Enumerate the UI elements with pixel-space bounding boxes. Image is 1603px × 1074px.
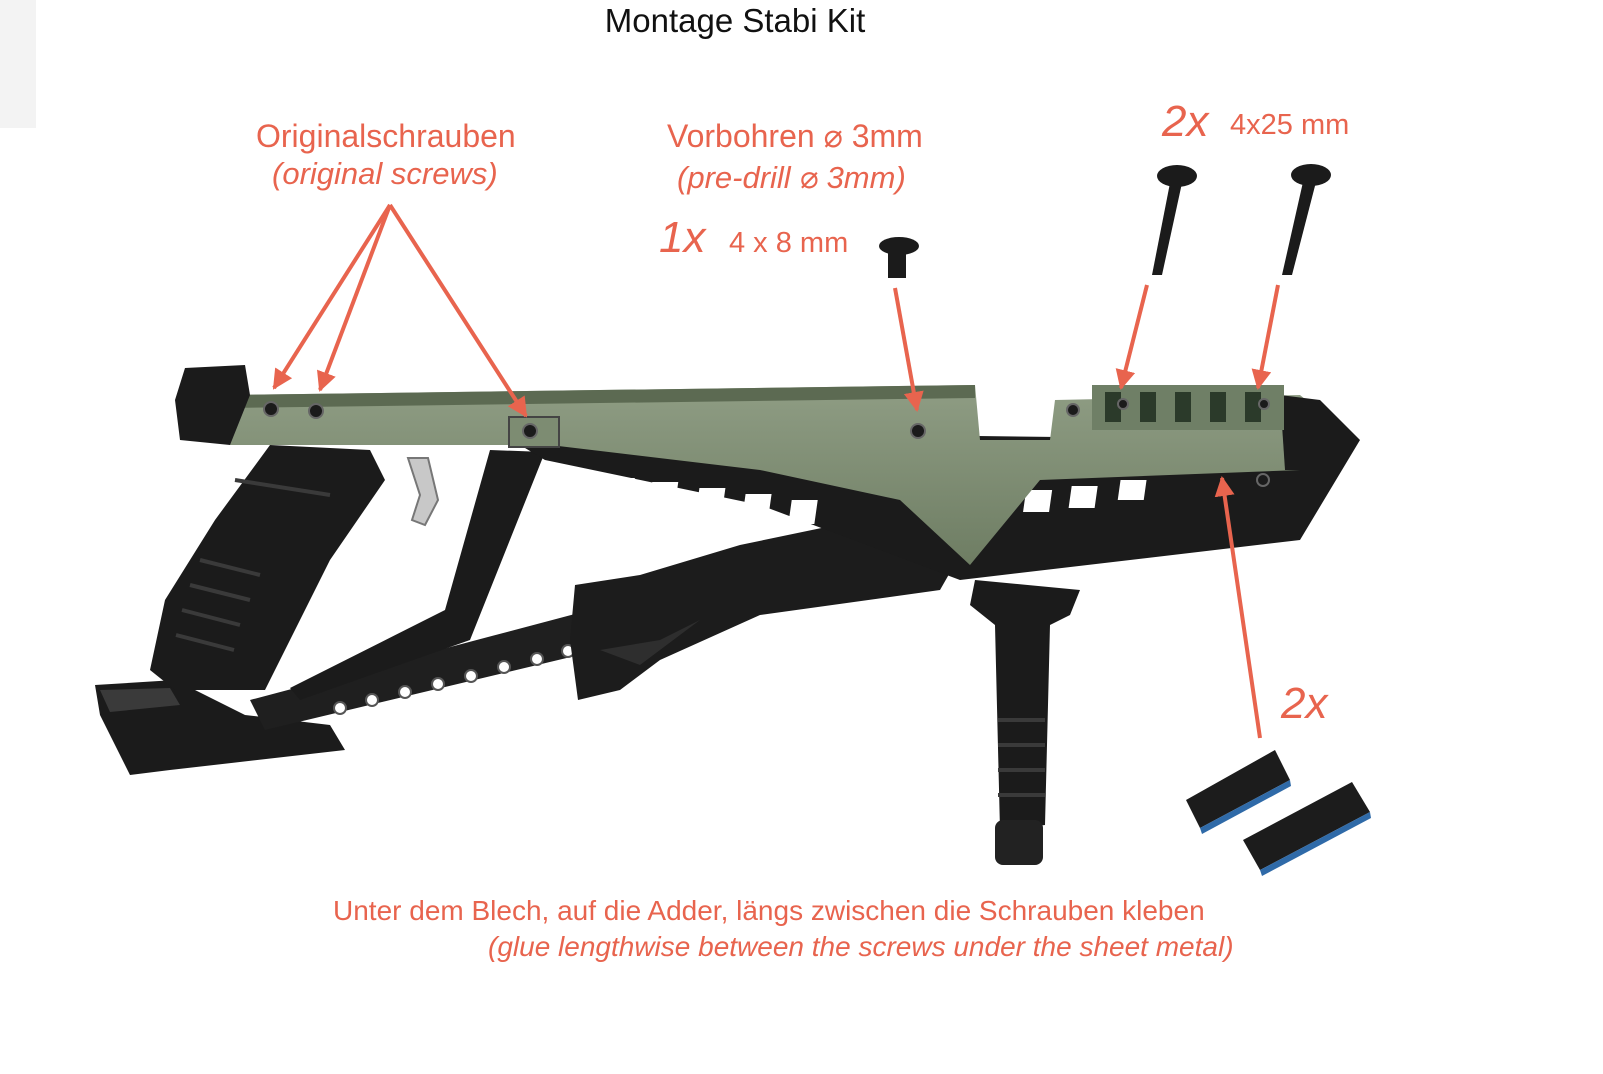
stock-strut bbox=[290, 450, 545, 700]
butt-stock bbox=[95, 680, 345, 775]
predrill-translation: (pre-drill ⌀ 3mm) bbox=[677, 160, 906, 195]
frame-screws bbox=[263, 398, 1270, 487]
picatinny-rail bbox=[1092, 385, 1284, 430]
small-screw-size: 4 x 8 mm bbox=[729, 227, 849, 259]
stock-bar bbox=[250, 610, 600, 730]
rear-sight bbox=[175, 365, 250, 445]
long-screw-icon-right bbox=[1282, 164, 1331, 275]
glue-instruction-translation: (glue lengthwise between the screws unde… bbox=[488, 931, 1234, 962]
page-title: Montage Stabi Kit bbox=[604, 2, 866, 39]
corner-tab bbox=[0, 0, 36, 128]
adhesive-pads-icon bbox=[1186, 750, 1371, 876]
original-screws-label: Originalschrauben bbox=[256, 118, 516, 154]
pistol-grip bbox=[150, 445, 385, 690]
pads-count: 2x bbox=[1281, 679, 1328, 728]
long-screw-size: 4x25 mm bbox=[1230, 109, 1350, 141]
vertical-grip bbox=[970, 580, 1080, 865]
small-screw-icon bbox=[879, 237, 919, 278]
long-screw-count: 2x bbox=[1162, 97, 1209, 146]
glue-instruction: Unter dem Blech, auf die Adder, längs zw… bbox=[333, 895, 1205, 926]
nose-cap bbox=[1280, 395, 1360, 470]
small-screw-count: 1x bbox=[659, 213, 706, 262]
predrill-label: Vorbohren ⌀ 3mm bbox=[667, 118, 923, 154]
angled-foregrip bbox=[570, 520, 960, 700]
annotation-arrows bbox=[272, 203, 1280, 739]
trigger bbox=[406, 457, 440, 527]
long-screw-icon-left bbox=[1152, 165, 1197, 275]
original-screws-translation: (original screws) bbox=[272, 156, 498, 191]
